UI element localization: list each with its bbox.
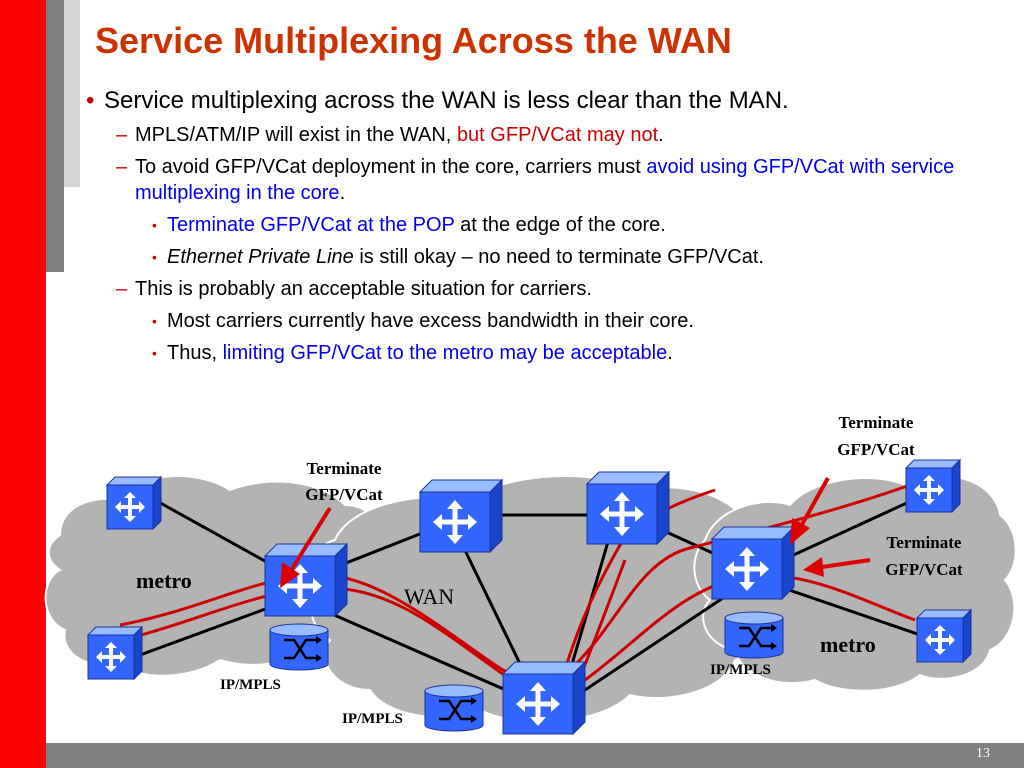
bullet-item: • Service multiplexing across the WAN is… <box>86 86 996 116</box>
terminate-label-line2: GFP/VCat <box>837 440 915 459</box>
dot-marker: • <box>152 345 157 361</box>
ipmpls-label: IP/MPLS <box>710 662 771 678</box>
dot-marker: • <box>152 217 157 233</box>
terminate-label-line1: Terminate <box>887 533 962 552</box>
emphasis-blue-text: limiting GFP/VCat to the metro may be ac… <box>222 342 668 364</box>
bullet-text: is still okay – no need to terminate GFP… <box>353 246 764 268</box>
sub-sub-bullet-item: • Thus, limiting GFP/VCat to the metro m… <box>86 340 996 366</box>
left-accent-bar <box>0 0 46 768</box>
sub-bullet-item: – This is probably an acceptable situati… <box>86 276 996 302</box>
edge-switch-icon <box>87 626 143 680</box>
wan-label: WAN <box>404 584 454 609</box>
emphasis-red-text: but GFP/VCat may not <box>456 124 659 146</box>
sub-bullet-item: – To avoid GFP/VCat deployment in the co… <box>86 154 996 206</box>
bullet-text: Most carriers currently have excess band… <box>167 310 694 332</box>
emphasis-blue-text: Terminate GFP/VCat at the POP <box>167 214 455 236</box>
pop-router-right-icon <box>711 526 795 600</box>
wan-router-icon <box>586 471 670 545</box>
dot-marker: • <box>152 313 157 329</box>
dash-marker: – <box>116 156 128 178</box>
bullet-text: at the edge of the core. <box>454 214 666 236</box>
sub-sub-bullet-item: • Ethernet Private Line is still okay – … <box>86 244 996 270</box>
terminate-label-line1: Terminate <box>307 459 382 478</box>
dash-marker: – <box>116 124 128 146</box>
bullet-text: . <box>667 342 673 364</box>
pop-router-left-icon <box>264 543 348 617</box>
mpls-router-cylinder-icon <box>268 622 330 672</box>
decorative-shade-light <box>64 0 80 187</box>
edge-switch-icon <box>106 476 162 530</box>
decorative-shade-dark <box>46 0 64 272</box>
terminate-label-line1: Terminate <box>839 413 914 432</box>
bullet-text: . <box>658 124 664 146</box>
bullet-text: . <box>339 182 346 204</box>
edge-switch-icon <box>905 459 961 513</box>
dot-marker: • <box>152 249 157 265</box>
slide-title: Service Multiplexing Across the WAN <box>95 20 732 61</box>
bullet-marker: • <box>86 87 95 114</box>
mpls-router-cylinder-icon <box>723 610 785 660</box>
sub-bullet-item: – MPLS/ATM/IP will exist in the WAN, but… <box>86 122 996 148</box>
bullet-text: MPLS/ATM/IP will exist in the WAN, <box>135 124 457 146</box>
bullet-text: To avoid GFP/VCat deployment in the core… <box>135 156 647 178</box>
ipmpls-label: IP/MPLS <box>342 711 403 727</box>
bullet-text: Thus, <box>167 342 223 364</box>
wan-router-icon <box>502 661 586 735</box>
annotation-arrows <box>280 477 871 588</box>
italic-text: Ethernet Private Line <box>167 246 354 268</box>
sub-sub-bullet-item: • Terminate GFP/VCat at the POP at the e… <box>86 212 996 238</box>
page-number: 13 <box>976 746 990 761</box>
bullet-text: This is probably an acceptable situation… <box>135 278 592 300</box>
dash-marker: – <box>116 278 128 300</box>
footer-bar: 13 <box>46 743 1024 768</box>
metro-left-label: metro <box>136 568 192 593</box>
ipmpls-label: IP/MPLS <box>220 677 281 693</box>
wan-router-icon <box>419 479 503 553</box>
terminate-label-line2: GFP/VCat <box>885 560 963 579</box>
terminate-label-line2: GFP/VCat <box>305 485 383 504</box>
sub-sub-bullet-item: • Most carriers currently have excess ba… <box>86 308 996 334</box>
mpls-router-cylinder-icon <box>423 683 485 733</box>
bullet-list: • Service multiplexing across the WAN is… <box>86 86 996 366</box>
edge-switch-icon <box>916 609 972 663</box>
metro-right-label: metro <box>820 632 876 657</box>
bullet-text: Service multiplexing across the WAN is l… <box>104 87 789 114</box>
emphasis-blue-text: avoid using GFP/VCat with service multip… <box>135 156 955 204</box>
